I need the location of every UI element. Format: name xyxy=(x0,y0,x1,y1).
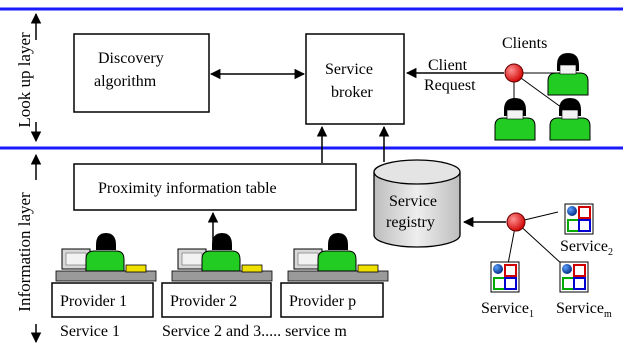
broker-label-line2: broker xyxy=(331,84,373,101)
service-1-caption: Service 1 xyxy=(60,323,120,340)
registry-label-line1: Service xyxy=(389,193,437,210)
discovery-label-line1: Discovery xyxy=(98,50,164,67)
client-person-icon xyxy=(549,97,591,141)
client-router-icon xyxy=(504,63,524,83)
service-router-icon xyxy=(506,212,526,232)
proximity-table-box xyxy=(73,163,357,211)
provider-p-label: Provider p xyxy=(289,293,356,310)
service-2-m-caption: Service 2 and 3..... service m xyxy=(162,323,347,340)
service-registry-cylinder xyxy=(373,159,461,248)
service-1-label: Service1 xyxy=(481,300,534,320)
information-layer-label: Information layer xyxy=(15,192,34,312)
service-m-label: Servicem xyxy=(556,300,612,320)
provider-1-workstation xyxy=(55,232,157,282)
broker-label-line1: Service xyxy=(325,61,373,78)
client-request-line1: Client xyxy=(428,57,468,74)
provider-p-box xyxy=(280,282,384,318)
registry-label-line2: registry xyxy=(386,214,435,231)
lookup-layer-label: Look up layer xyxy=(15,32,34,128)
provider-1-box xyxy=(51,282,154,318)
service-1-icon xyxy=(490,261,520,293)
proximity-table-label: Proximity information table xyxy=(98,180,277,197)
service-broker-box xyxy=(305,33,405,125)
clients-label: Clients xyxy=(502,35,547,52)
service-2-label: Service2 xyxy=(560,238,613,258)
provider-2-workstation xyxy=(171,232,273,282)
service-2-icon xyxy=(564,203,594,235)
provider-p-workstation xyxy=(287,232,389,282)
client-request-line2: Request xyxy=(424,77,476,94)
provider-2-label: Provider 2 xyxy=(170,293,237,310)
client-person-icon xyxy=(494,97,536,141)
service-m-icon xyxy=(559,261,589,293)
provider-1-label: Provider 1 xyxy=(60,293,127,310)
discovery-algorithm-box xyxy=(73,33,210,113)
provider-2-box xyxy=(161,282,272,318)
discovery-label-line2: algorithm xyxy=(94,73,157,90)
client-person-icon xyxy=(547,52,589,96)
